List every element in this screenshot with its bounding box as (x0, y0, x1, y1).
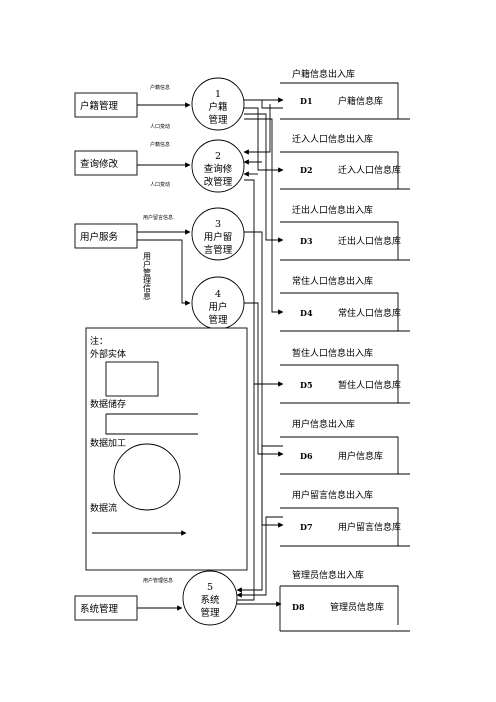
data-store-d8-flow-label: 管理员信息出入库 (292, 569, 364, 581)
legend-entity-symbol (105, 361, 159, 397)
process-4-number: 4 (215, 289, 221, 300)
legend-data-store-symbol (105, 413, 198, 435)
data-store-d7-flow-label: 用户留言信息出入库 (292, 489, 373, 501)
process-1-line1: 户籍 (208, 101, 227, 113)
process-2: 2 查询修 改管理 (191, 139, 245, 193)
flows-process-to-stores (236, 97, 284, 607)
flow-1-top-label: 户籍信息 (150, 84, 170, 91)
process-1: 1 户籍 管理 (191, 77, 245, 131)
data-store-d4-flow-label: 常住人口信息出入库 (292, 275, 373, 287)
process-1-number: 1 (215, 89, 221, 100)
flow-2-bottom-label: 人口变动 (150, 181, 170, 188)
legend-title: 注： (90, 335, 108, 347)
data-store-d4-name: 常住人口信息库 (338, 307, 401, 319)
data-store-d4-id: D4 (300, 308, 313, 318)
data-store-d3-flow-label: 迁出人口信息出入库 (292, 204, 373, 216)
process-5: 5 系统 管理 (182, 570, 238, 626)
data-store-d2-name: 迁入人口信息库 (338, 164, 401, 176)
process-3-line1: 用户留 (204, 231, 233, 243)
data-store-d2-id: D2 (300, 165, 313, 175)
data-store-d6: 用户信息出入库 D6 用户信息库 (280, 418, 410, 475)
process-3-number: 3 (215, 219, 221, 230)
entity-query-modify: 查询修改 (74, 150, 138, 176)
process-4-line1: 用户 (208, 301, 227, 313)
legend-process-symbol (113, 443, 181, 511)
data-store-d6-id: D6 (300, 451, 313, 461)
legend-process-label: 数据加工 (90, 437, 126, 449)
data-store-d7: 用户留言信息出入库 D7 用户留言信息库 (280, 489, 410, 547)
flow-1-bottom-label: 人口变动 (150, 123, 170, 130)
entity-system-management-label: 系统管理 (80, 603, 119, 615)
data-store-d1-name: 户籍信息库 (338, 95, 383, 107)
process-5-number: 5 (207, 582, 213, 593)
data-store-d1: 户籍信息出入库 D1 户籍信息库 (280, 68, 410, 120)
legend-external-entity-label: 外部实体 (90, 348, 126, 360)
flow-entity3-process4: 用户管理信息 (137, 239, 191, 306)
process-2-number: 2 (215, 151, 221, 162)
data-store-d7-name: 用户留言信息库 (338, 521, 401, 533)
flow-entity4-process5: 用户管理信息 (137, 577, 183, 611)
data-store-d1-flow-label: 户籍信息出入库 (292, 68, 355, 80)
data-store-d4: 常住人口信息出入库 D4 常住人口信息库 (280, 275, 410, 332)
process-5-line2: 管理 (200, 607, 220, 619)
data-store-d6-flow-label: 用户信息出入库 (292, 418, 355, 430)
flow-3-label: 用户留言信息 (143, 214, 173, 221)
flow-entity3-process3: 用户留言信息 (137, 214, 191, 235)
data-store-d3-id: D3 (300, 236, 313, 246)
data-store-d8-name: 管理员信息库 (330, 601, 384, 613)
flow-5-label: 用户管理信息 (143, 577, 173, 584)
process-5-line1: 系统 (200, 594, 220, 606)
data-store-d2: 迁入人口信息出入库 D2 迁入人口信息库 (280, 133, 410, 190)
process-1-line2: 管理 (208, 114, 228, 126)
process-3-line2: 言管理 (204, 244, 233, 256)
entity-system-management: 系统管理 (74, 595, 138, 621)
legend: 注： 外部实体 数据储存 数据加工 数据流 (85, 327, 248, 571)
entity-user-service: 用户服务 (74, 223, 138, 249)
legend-data-flow-label: 数据流 (90, 502, 117, 514)
data-store-d3: 迁出人口信息出入库 D3 迁出人口信息库 (280, 204, 410, 261)
data-store-d5-flow-label: 暂住人口信息出入库 (292, 347, 373, 359)
data-store-d7-id: D7 (300, 522, 313, 532)
entity-hukou-management: 户籍管理 (74, 92, 138, 118)
data-store-d5: 暂住人口信息出入库 D5 暂住人口信息库 (280, 347, 410, 404)
entity-query-modify-label: 查询修改 (80, 158, 119, 170)
data-store-d5-name: 暂住人口信息库 (338, 379, 401, 391)
process-2-line1: 查询修 (204, 163, 233, 175)
data-store-d8: 管理员信息出入库 D8 管理员信息库 (279, 569, 410, 632)
entity-user-service-label: 用户服务 (80, 231, 119, 243)
process-4: 4 用户 管理 (191, 276, 245, 330)
data-store-d6-name: 用户信息库 (338, 450, 383, 462)
data-store-d2-flow-label: 迁入人口信息出入库 (292, 133, 373, 145)
flow-2-top-label: 户籍信息 (150, 141, 170, 148)
process-3: 3 用户留 言管理 (191, 207, 245, 261)
data-store-d1-id: D1 (300, 96, 313, 106)
process-2-line2: 改管理 (204, 176, 233, 188)
process-4-line2: 管理 (208, 314, 228, 326)
flow-entity1-process1: 户籍信息 人口变动 (137, 84, 191, 130)
data-store-d3-name: 迁出人口信息库 (338, 235, 401, 247)
data-store-d8-id: D8 (292, 602, 305, 612)
entity-hukou-management-label: 户籍管理 (80, 100, 119, 112)
data-store-d5-id: D5 (300, 380, 313, 390)
legend-data-store-label: 数据储存 (90, 398, 126, 410)
flow-4-vertical-label: 用户管理信息 (143, 252, 152, 300)
flow-entity2-process2: 户籍信息 人口变动 (137, 141, 191, 188)
